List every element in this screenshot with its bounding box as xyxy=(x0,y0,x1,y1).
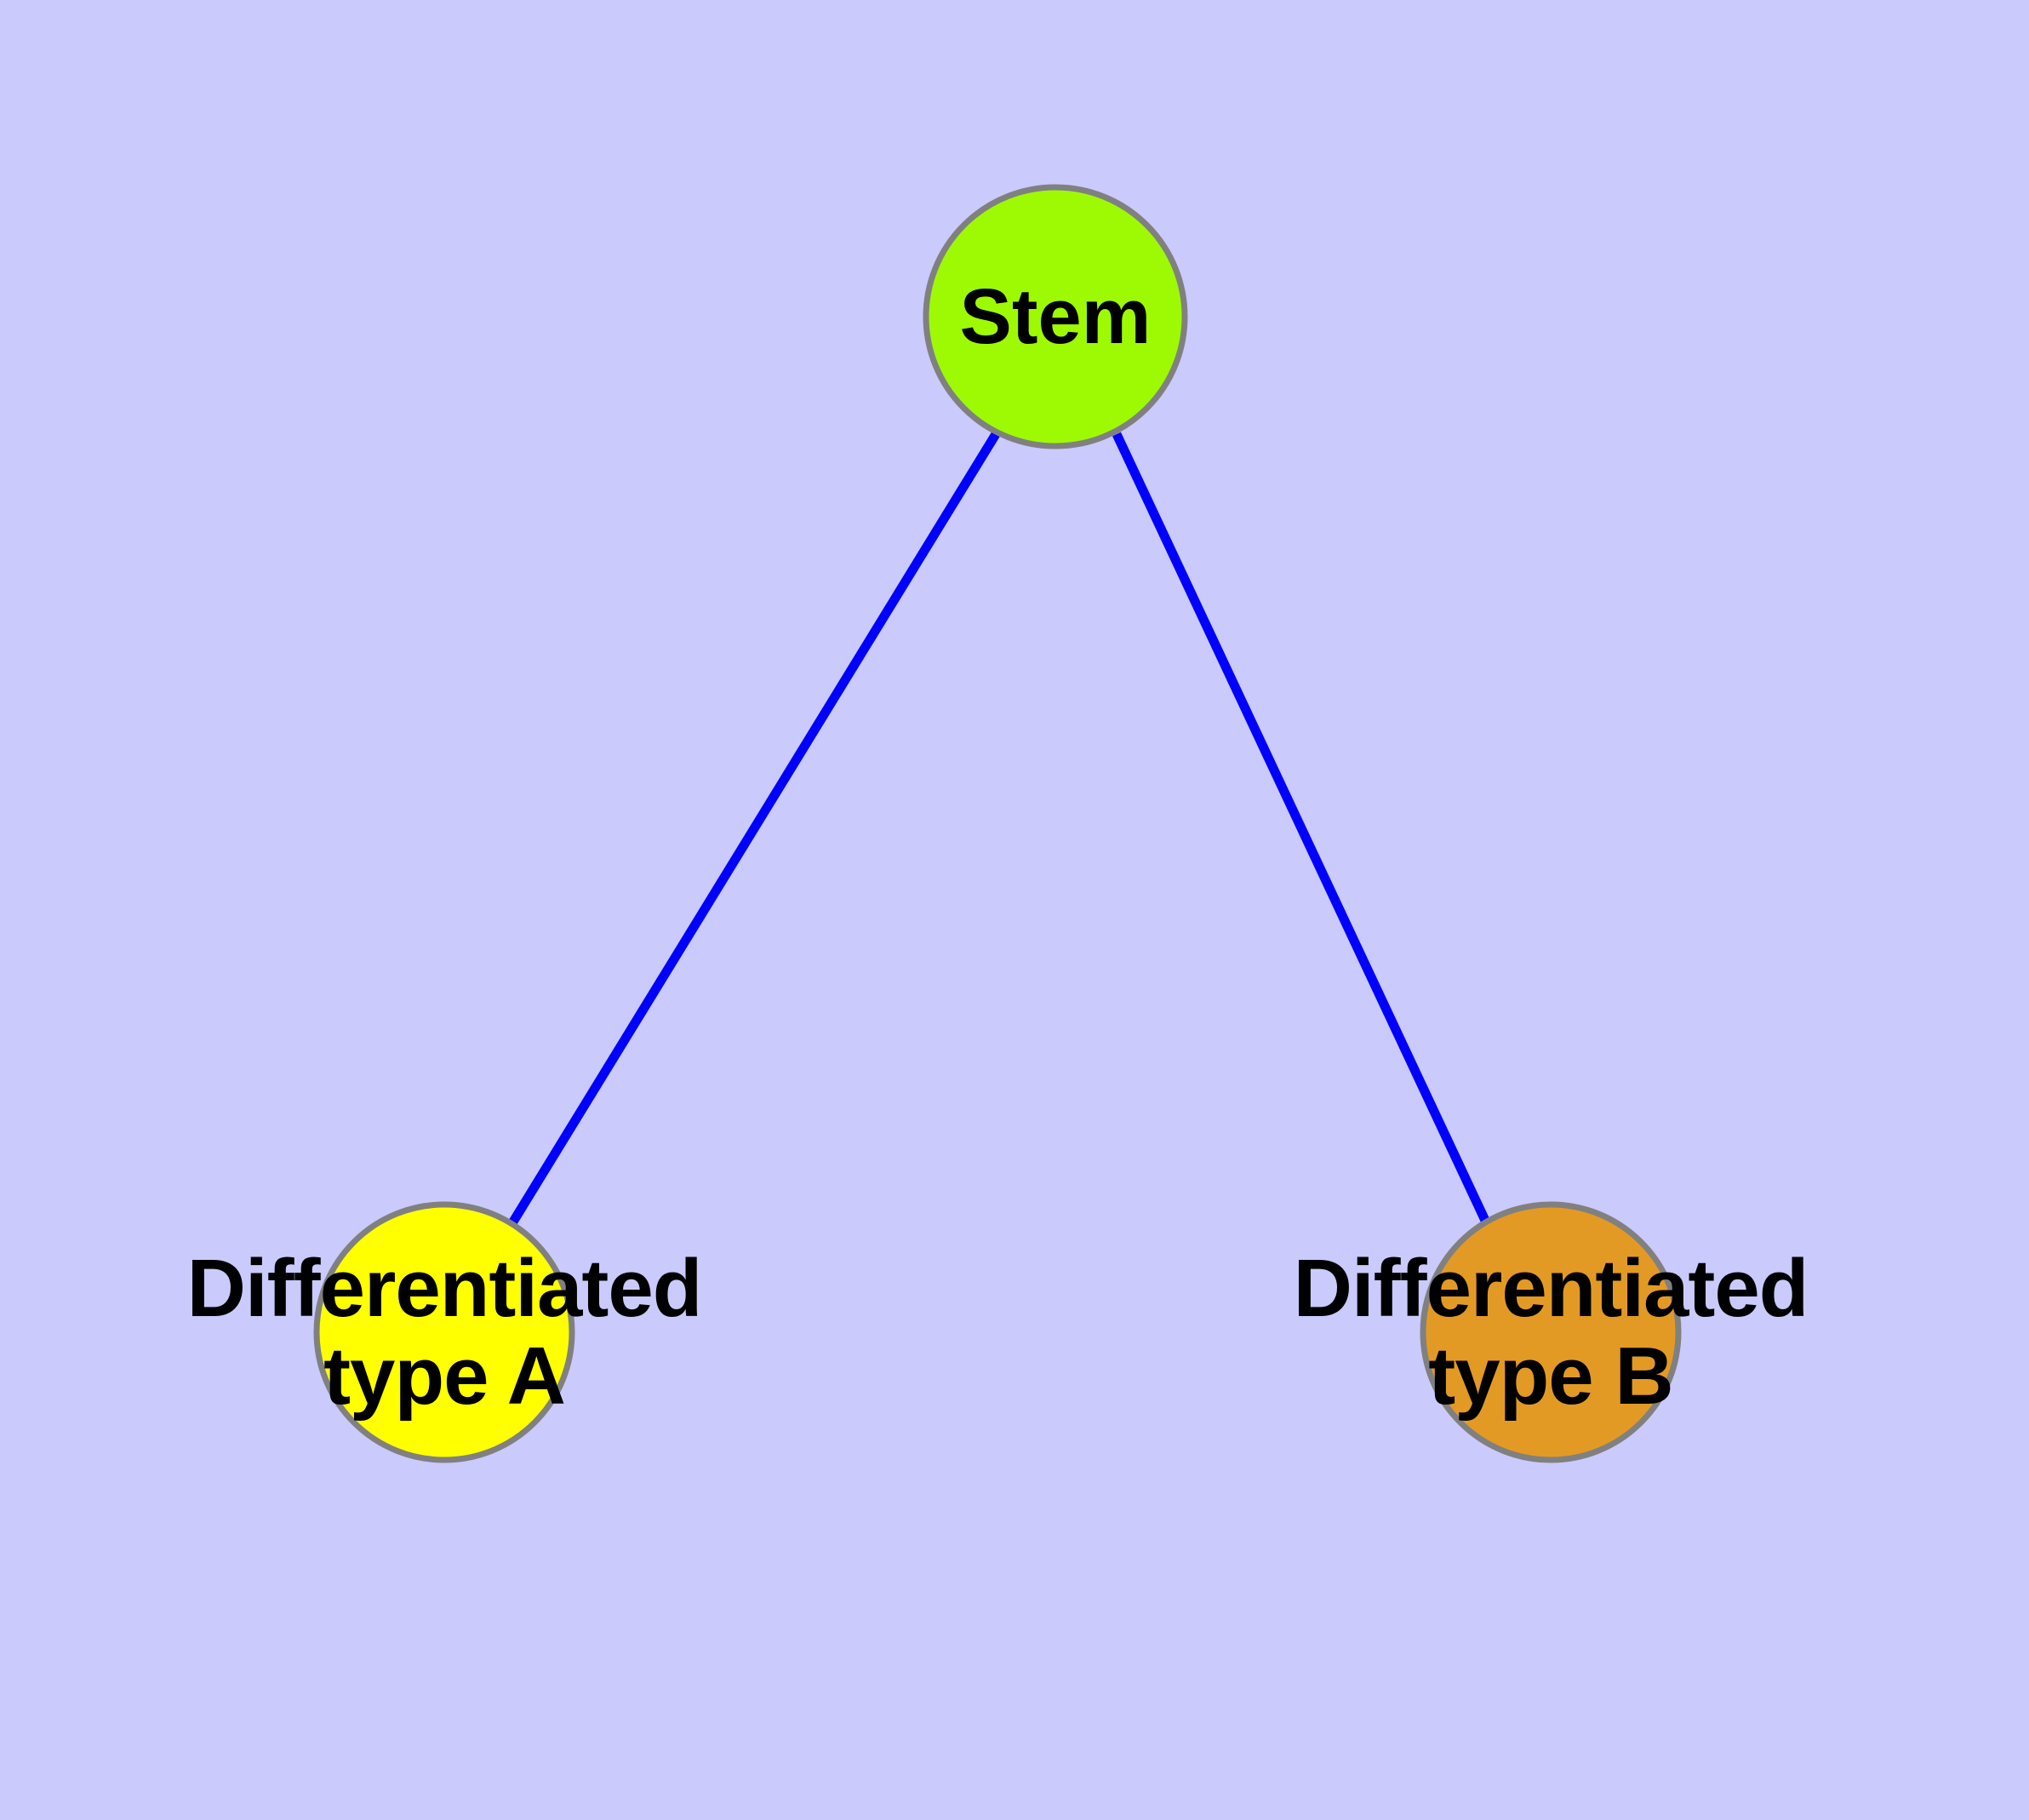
node-layer xyxy=(313,184,1682,1463)
node-differentiated-type-a[interactable] xyxy=(313,1201,575,1463)
node-stem[interactable] xyxy=(923,184,1188,449)
edge-stem-to-differentiated-type-a[interactable] xyxy=(506,432,1000,1228)
node-differentiated-type-b[interactable] xyxy=(1420,1201,1682,1463)
edge-stem-to-differentiated-type-b[interactable] xyxy=(1112,432,1492,1228)
edge-layer xyxy=(506,432,1492,1228)
